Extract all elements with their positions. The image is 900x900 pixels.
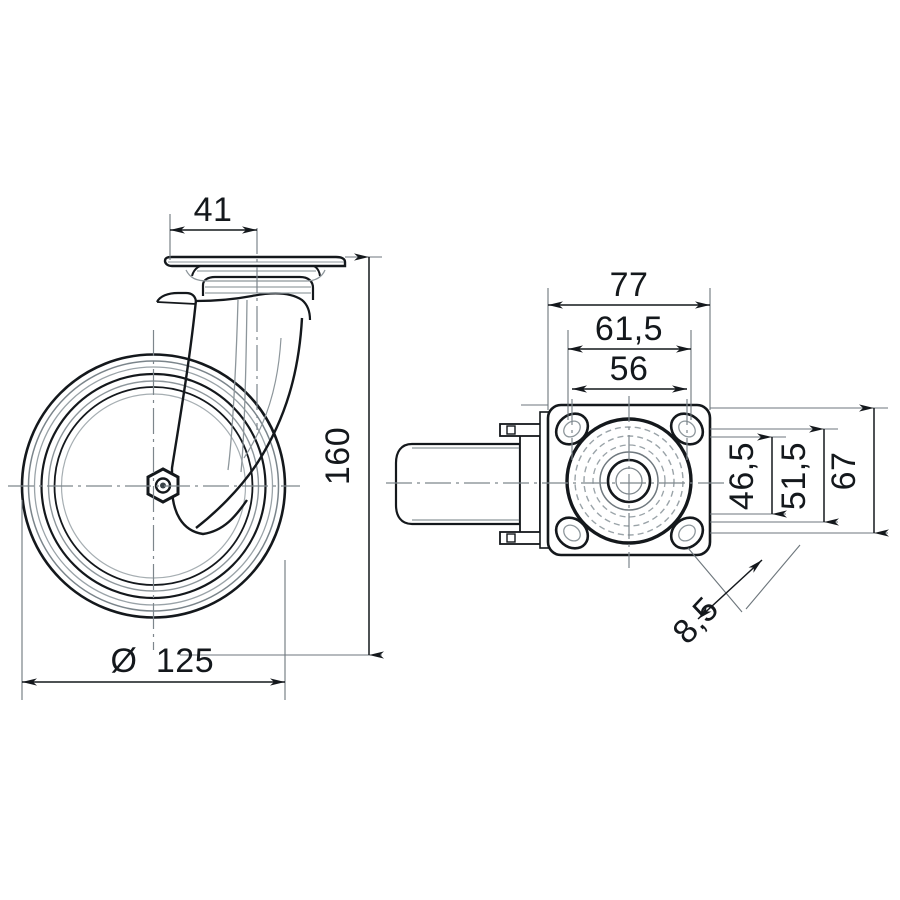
mounting-hole-top-right (669, 412, 705, 446)
fork-leg-centre-line-a (227, 299, 239, 471)
side-view-centrelines (8, 228, 300, 650)
mounting-hole-top-right-inner (678, 420, 696, 438)
mounting-hole-top-left-inner (563, 420, 581, 438)
fork-shoulder-left-underside (156, 301, 197, 305)
side-elevation-view: 41 160 Ø 125 (8, 191, 384, 700)
top-extension-lines (521, 288, 888, 534)
dim-77-label: 77 (610, 266, 649, 304)
mounting-hole-bottom-left (554, 516, 590, 550)
fork-axle-boss (170, 485, 248, 536)
swivel-race-hidden-3 (592, 444, 666, 518)
dimension-diameter-125: Ø 125 (22, 642, 285, 686)
dim-56-label: 56 (610, 350, 649, 388)
dimension-41: 41 (170, 191, 257, 234)
fork-leg-centre-line-b (240, 299, 248, 473)
dim-125-label: 125 (156, 642, 214, 680)
mounting-hole-bottom-left-inner (563, 524, 581, 542)
fork-rivet-upper (506, 425, 516, 435)
dimension-77: 77 (548, 266, 710, 309)
axle-nut (146, 467, 180, 504)
swivel-fork (156, 263, 326, 536)
dimension-56: 56 (572, 350, 687, 393)
fork-shoulder-left (156, 291, 198, 303)
dim-515-label: 51,5 (775, 442, 813, 510)
fork-leg-right-edge (195, 317, 304, 529)
mounting-holes (554, 412, 705, 550)
dim-160-label: 160 (319, 427, 357, 485)
dim-125-symbol: Ø (111, 642, 138, 680)
mounting-hole-bottom-right-inner (678, 524, 696, 542)
wheel-body-top (394, 442, 522, 526)
mounting-hole-top-left (554, 412, 590, 446)
mounting-plate-side (163, 255, 347, 268)
wheel-hub-collar (519, 429, 541, 539)
dimension-51-5: 51,5 (775, 425, 839, 526)
fork-rivet-lower (506, 533, 516, 543)
dim-85-line (697, 559, 763, 620)
dim-41-label: 41 (194, 191, 233, 229)
dimension-46-5: 46,5 (723, 433, 787, 518)
fork-leg-right-inner (243, 337, 282, 459)
axle-centre-dot (160, 482, 166, 489)
dimension-67: 67 (825, 404, 889, 537)
top-plate-view: 77 61,5 56 46,5 51,5 67 (386, 266, 889, 651)
dim-67-label: 67 (825, 452, 863, 491)
dimension-61-5: 61,5 (568, 310, 691, 353)
dim-465-label: 46,5 (723, 442, 761, 510)
top-view-centrelines (386, 396, 735, 568)
mounting-hole-bottom-right (669, 516, 705, 550)
fork-leg-left-edge (170, 299, 198, 486)
wheel-top-projection (394, 429, 541, 539)
dimension-160: 160 (319, 253, 384, 659)
side-extension-lines (21, 214, 382, 700)
dim-615-label: 61,5 (595, 310, 663, 348)
